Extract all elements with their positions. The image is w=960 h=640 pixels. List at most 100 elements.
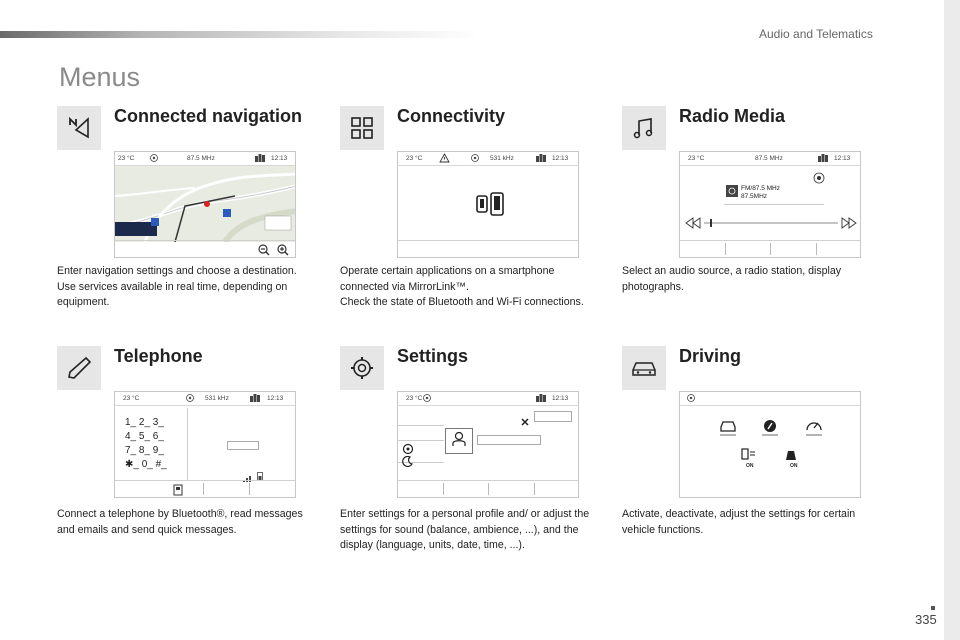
display-night-icon[interactable] — [402, 454, 414, 472]
toolbar-separator — [770, 243, 771, 255]
radio-icon — [149, 153, 159, 165]
status-freq: 531 kHz — [205, 395, 229, 402]
keypad-row[interactable]: 7_ 8_ 9_ — [125, 445, 164, 456]
status-freq: 531 kHz — [490, 155, 514, 162]
toolbar-separator — [443, 483, 444, 495]
desc-line: Activate, deactivate, adjust the setting… — [622, 508, 856, 536]
station-logo-icon — [726, 184, 738, 202]
toolbar-separator — [203, 483, 204, 495]
gauge-icon[interactable] — [804, 416, 824, 441]
page-marker — [931, 606, 935, 610]
section-title-driving: Driving — [679, 346, 742, 366]
dial-keypad[interactable]: 1_ 2_ 3_ 4_ 5_ 6_ 7_ 8_ 9_ ✱_ 0_ #_ — [125, 416, 167, 472]
keypad-divider — [187, 408, 188, 480]
station-line-1: FM/87.5 MHz — [741, 185, 781, 192]
info-divider — [724, 204, 824, 205]
frequency-slider[interactable] — [684, 216, 858, 229]
setting-field[interactable] — [534, 411, 572, 422]
battery-icon — [255, 154, 265, 164]
radio-icon — [686, 393, 696, 405]
zoom-in-icon[interactable] — [277, 243, 289, 261]
radio-screen: 23 °C 87.5 MHz 12:13 FM/87.5 MHz 87.5MHz — [679, 151, 861, 258]
desc-line: Operate certain applications on a smartp… — [340, 265, 555, 293]
setting-row-line — [398, 425, 444, 426]
profile-icon — [452, 431, 466, 452]
profile-field[interactable] — [477, 435, 541, 445]
status-bar — [680, 392, 860, 406]
toolbar-separator — [249, 483, 250, 495]
music-note-icon — [622, 106, 666, 150]
status-time: 12:13 — [271, 155, 288, 162]
section-title-settings: Settings — [397, 346, 469, 366]
warning-icon — [439, 153, 450, 165]
status-time: 12:13 — [552, 395, 569, 402]
section-title-navigation: Connected navigation — [114, 106, 303, 126]
driving-screen: ON ON — [679, 391, 861, 498]
telephone-screen: 23 °C 531 kHz 12:13 1_ 2_ 3_ 4_ 5_ 6_ 7_… — [114, 391, 296, 498]
telephone-description: Connect a telephone by Bluetooth®, read … — [57, 507, 307, 538]
status-bar: 23 °C 12:13 — [398, 392, 578, 406]
section-title-telephone: Telephone — [114, 346, 203, 366]
connectivity-description: Operate certain applications on a smartp… — [340, 264, 590, 311]
phone-icon — [57, 346, 101, 390]
navigation-map[interactable] — [115, 166, 295, 242]
toolbar-separator — [534, 483, 535, 495]
status-freq: 87.5 MHz — [755, 155, 783, 162]
setting-row-line — [398, 462, 444, 463]
status-temp: 23 °C — [123, 395, 140, 402]
sound-settings-icon[interactable] — [402, 442, 414, 460]
section-title-connectivity: Connectivity — [397, 106, 506, 126]
station-line-2: 87.5MHz — [741, 193, 768, 200]
connectivity-screen: 23 °C 531 kHz 12:13 — [397, 151, 579, 258]
station-info: FM/87.5 MHz 87.5MHz — [741, 185, 780, 201]
desc-line: Enter settings for a personal profile an… — [340, 508, 590, 551]
page-title: Menus — [59, 62, 141, 92]
status-bar: 23 °C 531 kHz 12:13 — [398, 152, 578, 166]
battery-icon — [536, 154, 546, 164]
header-section-title: Audio and Telematics — [759, 27, 873, 41]
status-bar: 23 °C 87.5 MHz 12:13 — [115, 152, 295, 166]
desc-line: Use services available in real time, dep… — [57, 280, 288, 309]
navigation-description: Enter navigation settings and choose a d… — [57, 264, 307, 311]
speed-limit-icon[interactable] — [760, 416, 780, 441]
desc-line: Check the state of Bluetooth and Wi-Fi c… — [340, 296, 584, 308]
status-freq: 87.5 MHz — [187, 155, 215, 162]
car-icon — [622, 346, 666, 390]
lane-assist-icon[interactable] — [782, 448, 800, 467]
park-assist-icon[interactable] — [740, 448, 758, 467]
status-temp: 23 °C — [688, 155, 705, 162]
setting-row-line — [398, 440, 444, 441]
on-label: ON — [790, 463, 798, 469]
keypad-row[interactable]: ✱_ 0_ #_ — [125, 459, 167, 470]
settings-description: Enter settings for a personal profile an… — [340, 507, 590, 554]
connectivity-toolbar — [398, 240, 578, 257]
on-label: ON — [746, 463, 754, 469]
antenna-icon[interactable] — [813, 171, 825, 189]
navigation-screen: 23 °C 87.5 MHz 12:13 — [114, 151, 296, 258]
contacts-icon[interactable] — [173, 483, 183, 501]
profile-button[interactable] — [445, 428, 473, 454]
battery-icon — [818, 154, 828, 164]
section-title-radio-media: Radio Media — [679, 106, 786, 126]
radio-icon — [470, 153, 480, 165]
number-field[interactable] — [227, 441, 259, 450]
settings-toolbar — [398, 480, 578, 497]
keypad-row[interactable]: 1_ 2_ 3_ — [125, 417, 164, 428]
settings-screen: 23 °C 12:13 — [397, 391, 579, 498]
desc-line: Select an audio source, a radio station,… — [622, 265, 842, 293]
keypad-row[interactable]: 4_ 5_ 6_ — [125, 431, 164, 442]
radio-description: Select an audio source, a radio station,… — [622, 264, 872, 295]
vehicle-settings-icon[interactable] — [718, 418, 738, 441]
page-edge-strip — [944, 0, 960, 640]
status-time: 12:13 — [834, 155, 851, 162]
radio-toolbar — [680, 240, 860, 257]
battery-icon — [250, 394, 260, 404]
mirrorlink-icon[interactable] — [476, 192, 504, 221]
telephone-toolbar — [115, 480, 295, 497]
zoom-out-icon[interactable] — [258, 243, 270, 261]
driving-description: Activate, deactivate, adjust the setting… — [622, 507, 872, 538]
close-icon[interactable] — [521, 413, 529, 431]
status-temp: 23 °C — [406, 155, 423, 162]
navigation-icon — [57, 106, 101, 150]
status-time: 12:13 — [267, 395, 284, 402]
